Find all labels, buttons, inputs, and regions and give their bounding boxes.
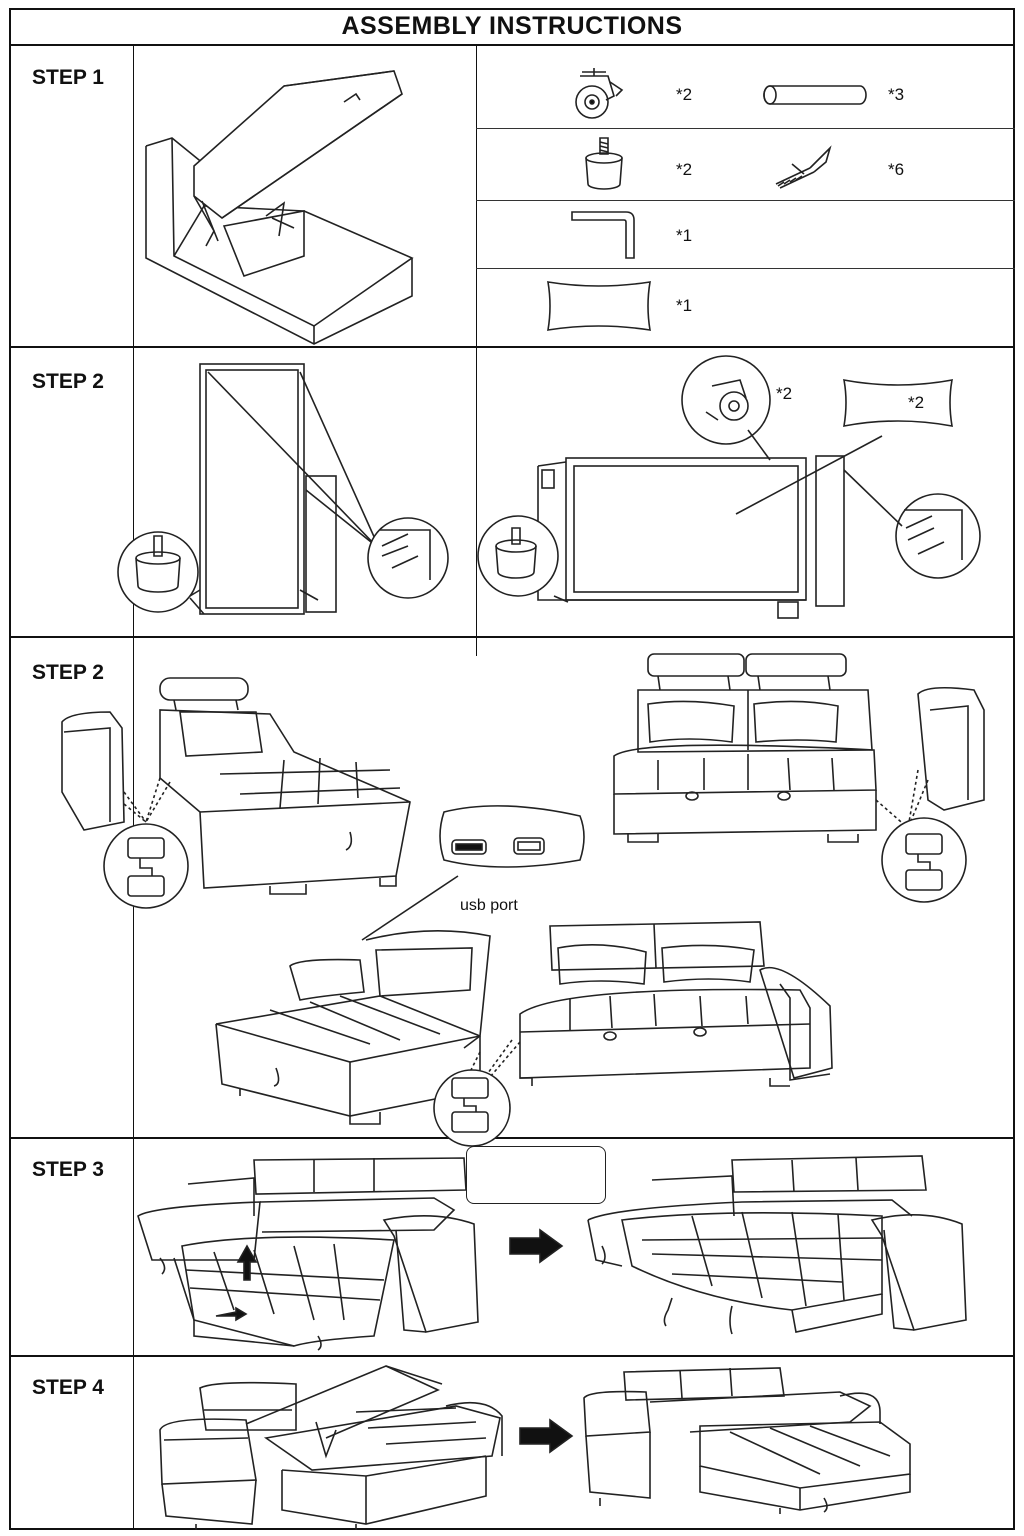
connecting-rod-icon bbox=[763, 85, 867, 105]
sofa-bed-pull-out-illustration bbox=[137, 1157, 479, 1351]
divider bbox=[9, 1355, 1015, 1357]
chaise-with-usb-illustration bbox=[215, 805, 585, 1125]
rod-qty: *3 bbox=[888, 85, 905, 104]
usb-port-label: usb port bbox=[460, 897, 518, 914]
assembled-sectional-illustration bbox=[583, 1367, 911, 1514]
storage-chaise-open-illustration bbox=[145, 70, 414, 345]
arrow-right-icon-2 bbox=[519, 1418, 574, 1454]
chaise-storage-open-illustration bbox=[159, 1365, 503, 1530]
parts-row-divider bbox=[476, 128, 1015, 129]
divider bbox=[9, 346, 1015, 348]
loveseat-module-connection-illustration bbox=[613, 653, 985, 903]
caster-wheel-icon bbox=[575, 68, 624, 119]
screw-qty: *6 bbox=[888, 160, 905, 179]
screw-icon bbox=[775, 145, 832, 189]
step-2b-label: STEP 2 bbox=[32, 661, 104, 684]
parts-row-divider bbox=[476, 200, 1015, 201]
divider bbox=[9, 636, 1015, 638]
page-frame bbox=[9, 8, 1015, 1530]
divider bbox=[9, 1137, 1015, 1139]
frame-caster-installation-illustration bbox=[477, 355, 981, 619]
divider bbox=[476, 636, 477, 656]
frame-caster-qty: *2 bbox=[776, 384, 793, 403]
step-3-label: STEP 3 bbox=[32, 1158, 104, 1181]
divider bbox=[476, 346, 477, 636]
allen-key-qty: *1 bbox=[676, 226, 693, 245]
step-column-divider bbox=[133, 46, 134, 1530]
pillow-qty: *1 bbox=[676, 296, 693, 315]
blank-callout-box bbox=[466, 1146, 606, 1204]
step-1-label: STEP 1 bbox=[32, 66, 104, 89]
sofa-bed-open-illustration bbox=[587, 1155, 967, 1335]
divider bbox=[476, 46, 477, 346]
frame-pillow-qty: *2 bbox=[908, 393, 925, 412]
screw-foot-icon bbox=[585, 137, 623, 190]
pillow-icon bbox=[547, 281, 651, 331]
chaise-module-connection-illustration bbox=[61, 677, 411, 909]
foot-qty: *2 bbox=[676, 160, 693, 179]
allen-key-icon bbox=[571, 211, 635, 259]
step-4-label: STEP 4 bbox=[32, 1376, 104, 1399]
parts-row-divider bbox=[476, 268, 1015, 269]
arrow-right-icon bbox=[509, 1228, 564, 1264]
loveseat-right-connection-illustration bbox=[433, 921, 833, 1147]
frame-foot-installation-illustration bbox=[117, 363, 449, 615]
page-title: ASSEMBLY INSTRUCTIONS bbox=[9, 8, 1015, 46]
step-2-label: STEP 2 bbox=[32, 370, 104, 393]
caster-qty: *2 bbox=[676, 85, 693, 104]
